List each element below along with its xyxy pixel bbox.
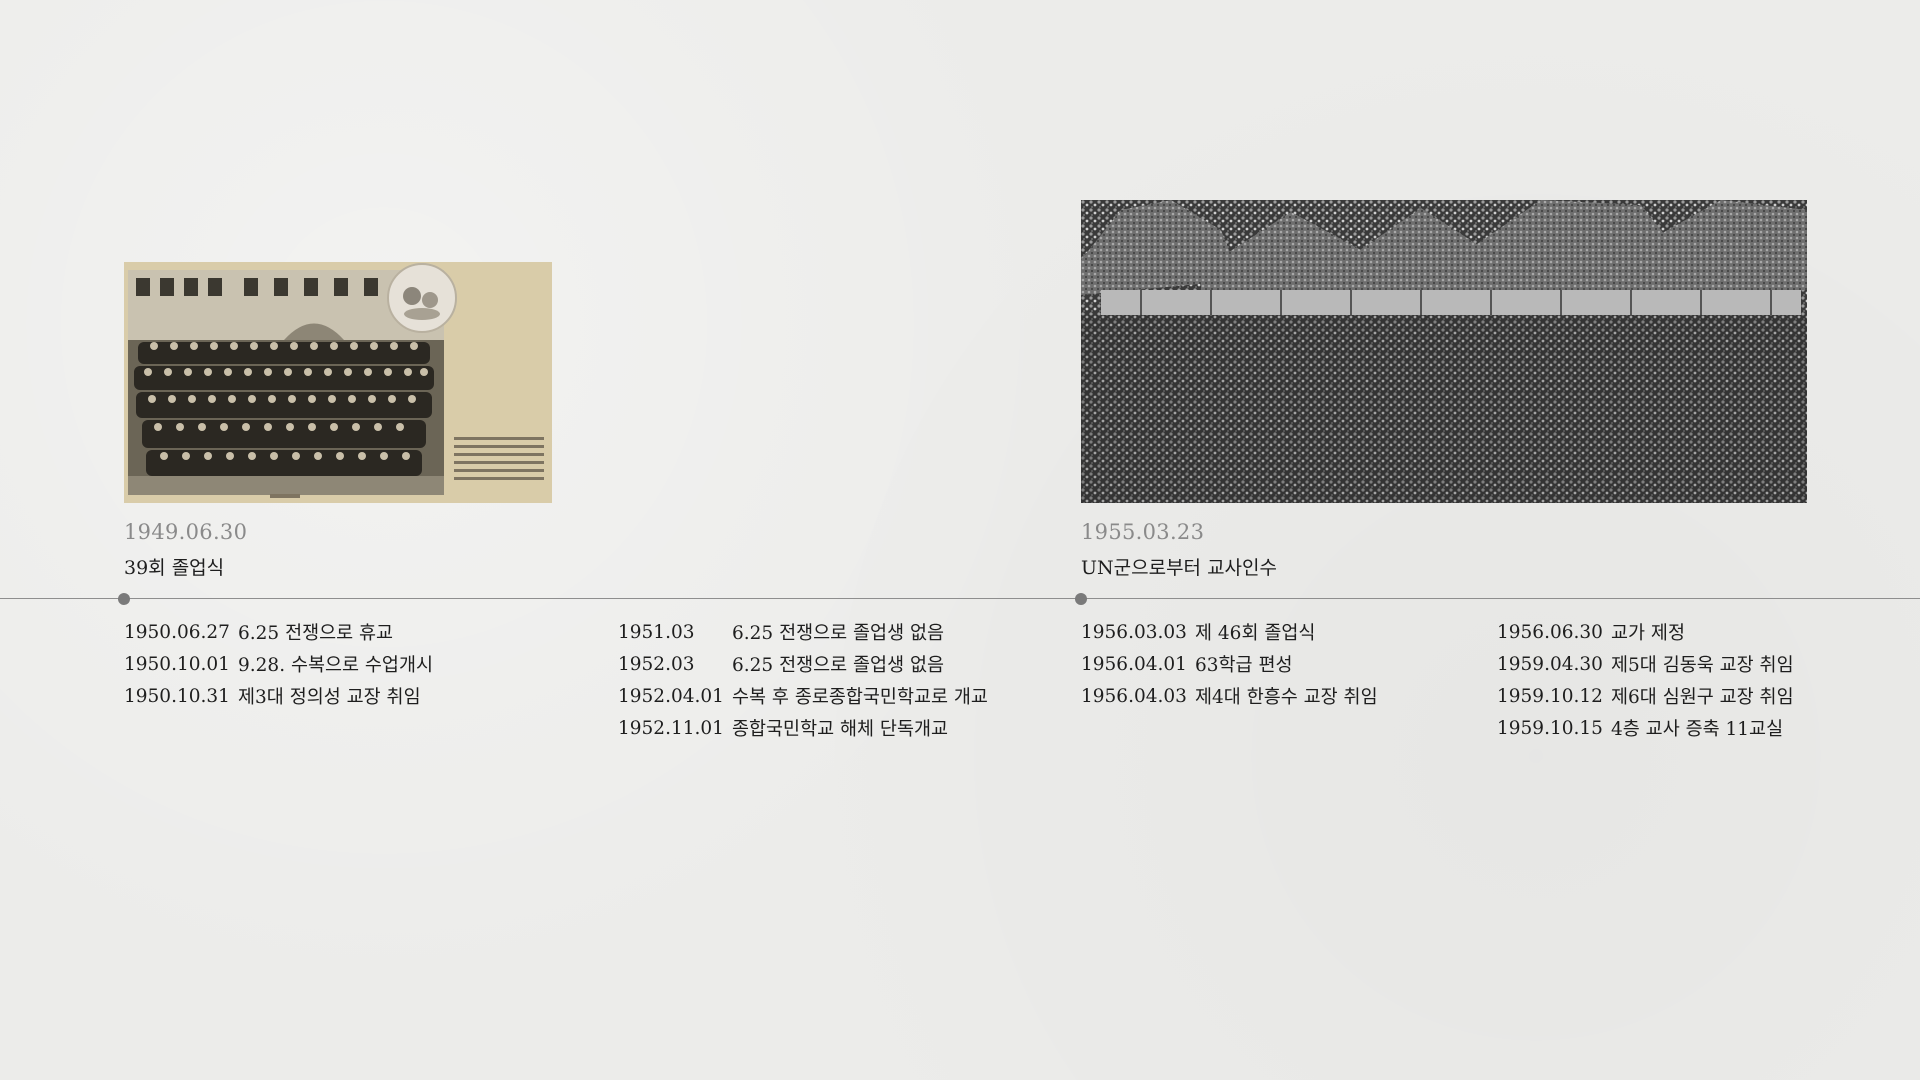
event-text: 6.25 전쟁으로 졸업생 없음 (732, 655, 945, 676)
event-date: 1952.04.01 (618, 685, 724, 707)
event-date: 1956.06.30 (1497, 621, 1603, 643)
event-text: 제5대 김동욱 교장 취임 (1611, 655, 1794, 676)
photo-2-date: 1955.03.23 (1081, 520, 1205, 544)
event-text: 수복 후 종로종합국민학교로 개교 (732, 687, 988, 708)
event-item: 1950.10.31 제3대 정의성 교장 취임 (124, 680, 433, 712)
event-text: 제6대 심원구 교장 취임 (1611, 687, 1794, 708)
event-item: 1956.04.03 제4대 한흥수 교장 취임 (1081, 680, 1378, 712)
handover-photo (1081, 200, 1807, 503)
event-date: 1950.06.27 (124, 621, 230, 643)
event-item: 1950.10.01 9.28. 수복으로 수업개시 (124, 648, 433, 680)
event-text: 6.25 전쟁으로 휴교 (238, 623, 394, 644)
event-date: 1950.10.31 (124, 685, 230, 707)
event-item: 1950.06.27 6.25 전쟁으로 휴교 (124, 616, 433, 648)
event-date: 1952.03 (618, 653, 695, 675)
event-item: 1952.03 6.25 전쟁으로 졸업생 없음 (618, 648, 988, 680)
event-item: 1959.10.12 제6대 심원구 교장 취임 (1497, 680, 1794, 712)
timeline-dot (118, 593, 130, 605)
event-date: 1959.04.30 (1497, 653, 1603, 675)
event-item: 1959.04.30 제5대 김동욱 교장 취임 (1497, 648, 1794, 680)
events-column-1: 1950.06.27 6.25 전쟁으로 휴교 1950.10.01 9.28.… (124, 616, 433, 712)
event-item: 1951.03 6.25 전쟁으로 졸업생 없음 (618, 616, 988, 648)
photo-1-title: 39회 졸업식 (124, 557, 225, 579)
event-date: 1956.04.03 (1081, 685, 1187, 707)
event-item: 1956.04.01 63학급 편성 (1081, 648, 1378, 680)
event-date: 1959.10.12 (1497, 685, 1603, 707)
event-text: 제 46회 졸업식 (1195, 623, 1316, 644)
event-item: 1959.10.15 4층 교사 증축 11교실 (1497, 712, 1794, 744)
event-text: 제4대 한흥수 교장 취임 (1195, 687, 1378, 708)
photo-1-date: 1949.06.30 (124, 520, 248, 544)
event-date: 1959.10.15 (1497, 717, 1603, 739)
event-item: 1952.04.01 수복 후 종로종합국민학교로 개교 (618, 680, 988, 712)
event-text: 4층 교사 증축 11교실 (1611, 719, 1784, 740)
event-date: 1952.11.01 (618, 717, 724, 739)
event-item: 1956.06.30 교가 제정 (1497, 616, 1794, 648)
event-date: 1956.03.03 (1081, 621, 1187, 643)
events-column-2: 1951.03 6.25 전쟁으로 졸업생 없음 1952.03 6.25 전쟁… (618, 616, 988, 744)
event-text: 6.25 전쟁으로 졸업생 없음 (732, 623, 945, 644)
event-date: 1950.10.01 (124, 653, 230, 675)
events-column-3: 1956.03.03 제 46회 졸업식 1956.04.01 63학급 편성 … (1081, 616, 1378, 712)
timeline-line (0, 598, 1920, 599)
event-text: 교가 제정 (1611, 623, 1685, 644)
photo-2-title: UN군으로부터 교사인수 (1081, 557, 1277, 579)
event-item: 1952.11.01 종합국민학교 해체 단독개교 (618, 712, 988, 744)
event-text: 종합국민학교 해체 단독개교 (732, 719, 949, 740)
event-text: 제3대 정의성 교장 취임 (238, 687, 421, 708)
event-text: 9.28. 수복으로 수업개시 (238, 655, 433, 676)
event-date: 1956.04.01 (1081, 653, 1187, 675)
graduation-photo (124, 262, 552, 503)
event-date: 1951.03 (618, 621, 695, 643)
timeline-dot (1075, 593, 1087, 605)
events-column-4: 1956.06.30 교가 제정 1959.04.30 제5대 김동욱 교장 취… (1497, 616, 1794, 744)
event-item: 1956.03.03 제 46회 졸업식 (1081, 616, 1378, 648)
event-text: 63학급 편성 (1195, 655, 1293, 676)
